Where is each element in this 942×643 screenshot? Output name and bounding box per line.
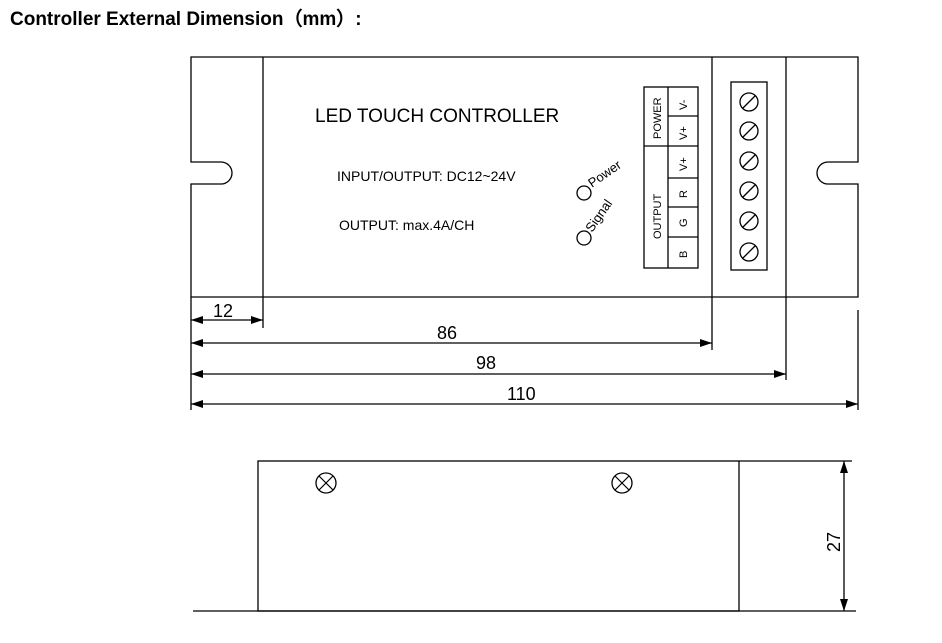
page-title: Controller External Dimension（mm）: xyxy=(10,9,362,30)
terminal-screw-icon xyxy=(739,121,759,141)
pin-label: V+ xyxy=(678,157,690,171)
terminal-screw-icon xyxy=(739,181,759,201)
dimension-27: 27 xyxy=(824,532,844,552)
terminal-screw-icon xyxy=(739,211,759,231)
pin-label: B xyxy=(678,251,690,258)
dimension-98: 98 xyxy=(476,353,496,373)
side-screw-right-icon xyxy=(611,472,633,494)
terminal-screw-icon xyxy=(739,151,759,171)
power-group-label: POWER xyxy=(652,97,664,139)
product-name: LED TOUCH CONTROLLER xyxy=(315,106,559,127)
dimension-110: 110 xyxy=(507,384,536,404)
terminal-screw-icon xyxy=(739,242,759,262)
pin-label: V+ xyxy=(678,126,690,140)
pin-label: G xyxy=(678,218,690,227)
output-group-label: OUTPUT xyxy=(652,194,664,240)
side-screw-left-icon xyxy=(315,472,337,494)
terminal-screws xyxy=(739,92,759,262)
pin-label: V- xyxy=(678,99,690,110)
enclosure-outline xyxy=(190,56,859,298)
dimension-12: 12 xyxy=(213,301,233,321)
side-view-body xyxy=(257,460,740,612)
terminal-label-table xyxy=(643,86,699,269)
output-spec: OUTPUT: max.4A/CH xyxy=(339,217,474,233)
power-led-icon xyxy=(576,185,592,201)
dimension-86: 86 xyxy=(437,323,457,343)
power-led-label: Power xyxy=(585,157,624,191)
signal-led-icon xyxy=(576,230,592,246)
pin-label: R xyxy=(678,190,690,198)
signal-led-label: Signal xyxy=(582,196,615,234)
terminal-screw-icon xyxy=(739,92,759,112)
input-output-spec: INPUT/OUTPUT: DC12~24V xyxy=(337,168,516,184)
screw-terminal-block xyxy=(730,81,768,271)
